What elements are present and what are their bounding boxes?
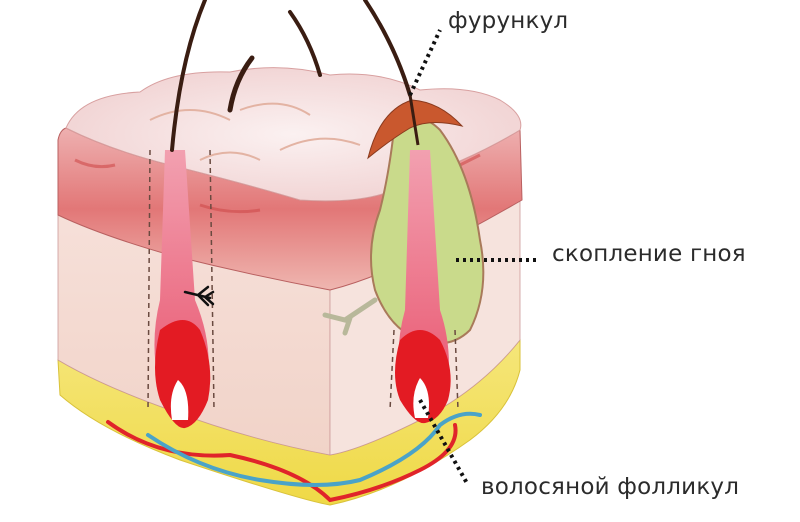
label-pus-accumulation: скопление гноя [552, 241, 746, 267]
blood-vessels [106, 411, 482, 503]
nerve-ending [183, 285, 215, 307]
vein [146, 411, 482, 487]
label-hair-follicle: волосяной фолликул [481, 474, 740, 500]
hairs [170, 0, 420, 152]
label-furuncle: фурункул [448, 8, 569, 34]
leader-furuncle [408, 29, 442, 96]
furuncle-head [367, 99, 464, 160]
leader-follicle [418, 399, 470, 486]
hair-follicle-right [389, 150, 459, 424]
hair-follicle-left [147, 149, 215, 429]
leader-lines [408, 29, 538, 486]
